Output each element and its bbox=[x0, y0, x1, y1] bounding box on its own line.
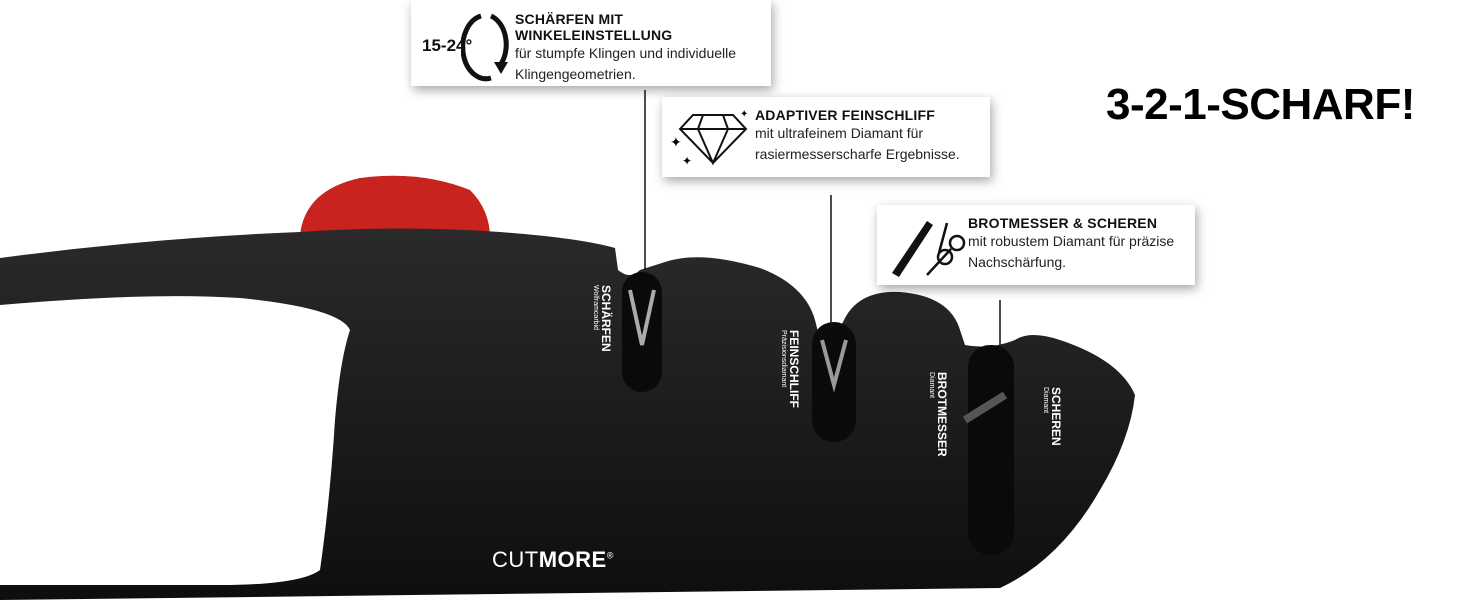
angle-range-badge: 15-24° bbox=[422, 36, 473, 55]
callout-title: BROTMESSER & SCHEREN bbox=[968, 215, 1158, 231]
callout-line: mit ultrafeinem Diamant für bbox=[755, 125, 924, 141]
callout-fine-grinding: ✦✦✦ ADAPTIVER FEINSCHLIFF mit ultrafeine… bbox=[662, 97, 990, 177]
svg-text:✦: ✦ bbox=[740, 109, 748, 120]
svg-text:✦: ✦ bbox=[670, 134, 682, 150]
callout-line: Klingengeometrien. bbox=[515, 66, 636, 82]
callout-angle-sharpening: 15-24° SCHÄRFEN MIT WINKELEINSTELLUNG fü… bbox=[411, 0, 771, 86]
svg-text:✦: ✦ bbox=[682, 154, 692, 168]
callout-bread-knife-scissors: BROTMESSER & SCHEREN mit robustem Diaman… bbox=[877, 205, 1195, 285]
knife-scissors-icon bbox=[892, 221, 966, 277]
callout-title: ADAPTIVER FEINSCHLIFF bbox=[755, 107, 935, 123]
brand-logo: CUTMORE® bbox=[492, 547, 614, 572]
handle-opening bbox=[0, 296, 350, 585]
headline: 3-2-1-SCHARF! bbox=[1106, 80, 1415, 129]
callout-line: Nachschärfung. bbox=[968, 254, 1067, 270]
diamond-icon: ✦✦✦ bbox=[670, 109, 748, 168]
angle-adjust-icon bbox=[461, 13, 509, 82]
callout-line: für stumpfe Klingen und individuelle bbox=[515, 45, 737, 61]
angle-knob bbox=[300, 175, 490, 238]
callout-line: rasiermesserscharfe Ergebnisse. bbox=[755, 146, 960, 162]
callout-line: mit robustem Diamant für präzise bbox=[968, 233, 1175, 249]
callout-title: SCHÄRFEN MIT WINKELEINSTELLUNG bbox=[515, 11, 673, 43]
